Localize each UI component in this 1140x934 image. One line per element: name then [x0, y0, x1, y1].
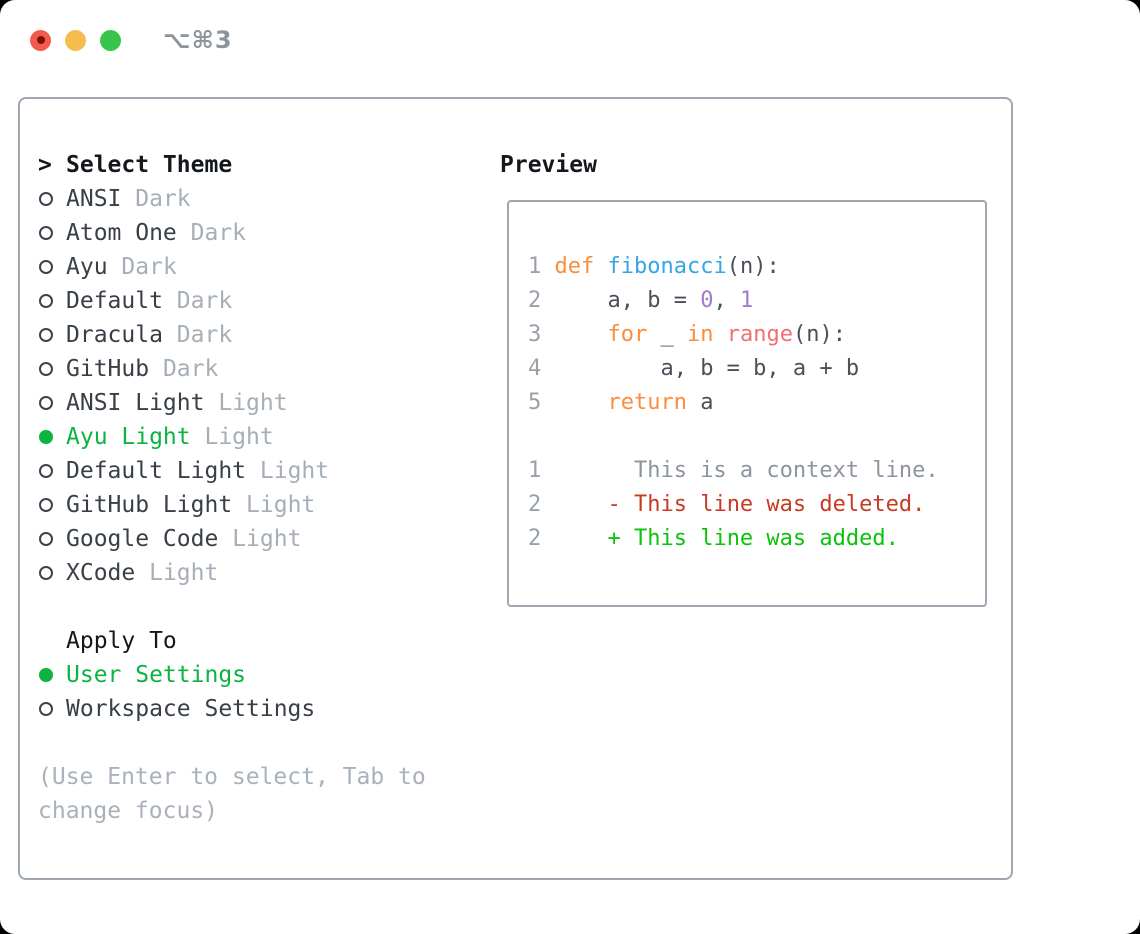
- apply-to-option-label: User Settings: [66, 662, 247, 688]
- theme-variant-label: Light: [232, 526, 302, 552]
- titlebar: ⌥⌘3: [30, 26, 233, 54]
- theme-name-label: Ayu Light: [66, 424, 191, 450]
- theme-name-label: Default Light: [66, 458, 247, 484]
- theme-variant-label: Dark: [190, 220, 247, 246]
- radio-icon: [39, 464, 53, 478]
- select-theme-header: > Select Theme: [38, 148, 478, 182]
- theme-option[interactable]: Dracula Dark: [38, 318, 478, 352]
- line-number: 2: [528, 526, 542, 551]
- theme-option[interactable]: Ayu Dark: [38, 250, 478, 284]
- apply-to-header: Apply To: [38, 624, 478, 658]
- hint-text: (Use Enter to select, Tab to change focu…: [38, 764, 426, 824]
- theme-variant-label: Light: [204, 424, 274, 450]
- theme-option[interactable]: Google Code Light: [38, 522, 478, 556]
- theme-variant-label: Light: [218, 390, 288, 416]
- apply-to-title: Apply To: [66, 628, 177, 654]
- code-line: 5 return a: [528, 390, 714, 415]
- spacer: [38, 726, 478, 760]
- radio-icon: [39, 498, 53, 512]
- radio-icon: [39, 260, 53, 274]
- unsaved-indicator-dot: [36, 36, 45, 44]
- theme-option[interactable]: GitHub Light Light: [38, 488, 478, 522]
- radio-icon: [39, 532, 53, 546]
- code-line: 2 - This line was deleted.: [528, 492, 926, 517]
- theme-option[interactable]: Ayu Light Light: [38, 420, 478, 454]
- code-line: 3 for _ in range(n):: [528, 322, 846, 347]
- line-number: 2: [528, 492, 542, 517]
- code-block: 1 def fibonacci(n): 2 a, b = 0, 1 3 for _ …: [528, 250, 985, 556]
- apply-to-option[interactable]: Workspace Settings: [38, 692, 478, 726]
- theme-variant-label: Dark: [162, 356, 219, 382]
- theme-name-label: Atom One: [66, 220, 177, 246]
- preview-title: Preview: [500, 152, 597, 178]
- theme-name-label: Ayu: [66, 254, 108, 280]
- theme-name-label: GitHub: [66, 356, 150, 382]
- select-theme-title: Select Theme: [66, 152, 233, 178]
- radio-icon: [39, 328, 53, 342]
- apply-to-option[interactable]: User Settings: [38, 658, 478, 692]
- radio-icon: [39, 668, 53, 682]
- line-number: 5: [528, 390, 542, 415]
- minimize-button[interactable]: [65, 29, 86, 51]
- line-number: 1: [528, 458, 542, 483]
- theme-option[interactable]: Default Dark: [38, 284, 478, 318]
- radio-icon: [39, 192, 53, 206]
- line-number: 4: [528, 356, 542, 381]
- window-shortcut-label: ⌥⌘3: [163, 26, 233, 54]
- theme-name-label: XCode: [66, 560, 136, 586]
- theme-option[interactable]: ANSI Dark: [38, 182, 478, 216]
- code-line: 1 This is a context line.: [528, 458, 939, 483]
- theme-variant-label: Light: [259, 458, 330, 484]
- zoom-button[interactable]: [100, 29, 121, 51]
- line-number: 1: [528, 254, 542, 279]
- code-line: [528, 420, 985, 454]
- code-line: 2 a, b = 0, 1: [528, 288, 754, 313]
- apply-to-option-label: Workspace Settings: [66, 696, 316, 722]
- theme-name-label: ANSI Light: [66, 390, 205, 416]
- theme-name-label: Google Code: [66, 526, 219, 552]
- theme-variant-label: Light: [246, 492, 316, 518]
- radio-icon: [39, 566, 53, 580]
- theme-option[interactable]: GitHub Dark: [38, 352, 478, 386]
- prompt-icon: >: [38, 152, 52, 178]
- theme-variant-label: Dark: [121, 254, 177, 280]
- code-line: 1 def fibonacci(n):: [528, 254, 780, 279]
- radio-icon: [39, 430, 53, 444]
- code-line: 2 + This line was added.: [528, 526, 899, 551]
- theme-name-label: Dracula: [66, 322, 163, 348]
- close-button[interactable]: [30, 29, 51, 51]
- theme-name-label: ANSI: [66, 186, 122, 212]
- spacer: [38, 590, 478, 624]
- line-number: 2: [528, 288, 542, 313]
- theme-option[interactable]: XCode Light: [38, 556, 478, 590]
- theme-option[interactable]: Default Light Light: [38, 454, 478, 488]
- radio-icon: [39, 226, 53, 240]
- radio-icon: [39, 294, 53, 308]
- preview-panel: 1 def fibonacci(n): 2 a, b = 0, 1 3 for _ …: [507, 200, 987, 607]
- code-line: 4 a, b = b, a + b: [528, 356, 860, 381]
- radio-icon: [39, 396, 53, 410]
- theme-variant-label: Dark: [176, 288, 233, 314]
- theme-option[interactable]: ANSI Light Light: [38, 386, 478, 420]
- theme-variant-label: Dark: [176, 322, 233, 348]
- line-number: 3: [528, 322, 542, 347]
- theme-variant-label: Dark: [135, 186, 191, 212]
- theme-name-label: GitHub Light: [66, 492, 233, 518]
- theme-option[interactable]: Atom One Dark: [38, 216, 478, 250]
- theme-variant-label: Light: [149, 560, 219, 586]
- radio-icon: [39, 362, 53, 376]
- theme-name-label: Default: [66, 288, 163, 314]
- radio-icon: [39, 702, 53, 716]
